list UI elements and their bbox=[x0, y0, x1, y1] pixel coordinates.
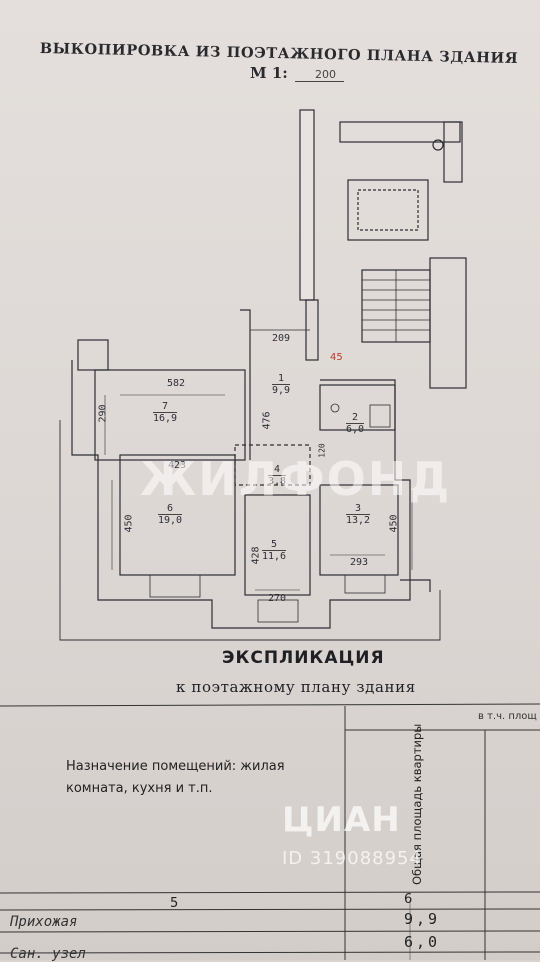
room-area: 11,6 bbox=[262, 551, 287, 562]
dim-476: 476 bbox=[261, 411, 273, 430]
dim-582: 582 bbox=[167, 378, 186, 389]
room-5-window bbox=[257, 599, 299, 623]
room-5-walls bbox=[244, 494, 311, 596]
corridor-wall-upper bbox=[299, 109, 315, 301]
explication-table: в т.ч. площ Назначение помещений: жилая … bbox=[0, 700, 540, 962]
room-area: 9,9 bbox=[272, 385, 291, 396]
cian-watermark: ЦИАН bbox=[282, 800, 401, 840]
room-number: 6 bbox=[158, 503, 183, 515]
room-7-walls bbox=[94, 369, 246, 461]
room-5-label: 5 11,6 bbox=[262, 539, 287, 562]
room-number: 3 bbox=[346, 503, 371, 515]
explication-subtitle: к поэтажному плану здания bbox=[176, 678, 416, 696]
apartment-number: 45 bbox=[330, 352, 343, 363]
floor-plan bbox=[59, 109, 467, 641]
bathtub-icon bbox=[369, 404, 391, 428]
stair-column bbox=[443, 121, 463, 183]
room-6-window bbox=[149, 574, 201, 598]
row-area-hallway: 9,9 bbox=[404, 910, 441, 928]
column-number-5: 5 bbox=[170, 896, 179, 911]
room-6-label: 6 19,0 bbox=[158, 503, 183, 526]
sink-icon bbox=[330, 403, 340, 413]
zhilfond-watermark: ЖИЛФОНД bbox=[140, 452, 452, 506]
room-area: 6,0 bbox=[346, 424, 365, 435]
dim-270: 270 bbox=[268, 593, 287, 604]
room-3-label: 3 13,2 bbox=[346, 503, 371, 526]
room-number: 2 bbox=[346, 412, 365, 424]
elevator-cabin bbox=[357, 189, 419, 231]
room-7-balcony-door bbox=[77, 339, 109, 371]
stair-top-wall bbox=[339, 121, 461, 143]
room-number: 7 bbox=[153, 401, 178, 413]
elevator-shaft bbox=[347, 179, 429, 241]
room-4-label: 4 3,8 bbox=[268, 464, 287, 487]
balcony-outline bbox=[59, 420, 441, 641]
dim-450-left: 450 bbox=[123, 514, 135, 533]
dim-450-right: 450 bbox=[388, 514, 400, 533]
apartment-outline bbox=[71, 360, 411, 629]
dim-428: 428 bbox=[250, 546, 262, 565]
riser-icon bbox=[432, 139, 444, 151]
dim-423: 423 bbox=[168, 460, 187, 471]
room-1-label: 1 9,9 bbox=[272, 373, 291, 396]
scale-label: М 1: 200 bbox=[250, 64, 345, 82]
stair-side-wall bbox=[429, 257, 467, 389]
room-area: 16,9 bbox=[153, 413, 178, 424]
room-area: 3,8 bbox=[268, 476, 287, 487]
stair-steps bbox=[362, 270, 430, 342]
scale-prefix: М 1: bbox=[250, 64, 288, 82]
explication-title: ЭКСПЛИКАЦИЯ bbox=[222, 648, 385, 668]
room-number: 4 bbox=[268, 464, 287, 476]
column-number-6: 6 bbox=[404, 892, 413, 907]
room-number: 5 bbox=[262, 539, 287, 551]
purpose-header: Назначение помещений: жилая комната, кух… bbox=[66, 759, 285, 796]
room-number: 1 bbox=[272, 373, 291, 385]
scale-value: 200 bbox=[295, 68, 345, 82]
dim-293: 293 bbox=[350, 557, 369, 568]
table-header-right: в т.ч. площ bbox=[478, 711, 537, 722]
room-7-partition bbox=[240, 309, 251, 460]
table-grid bbox=[0, 703, 540, 960]
dim-290: 290 bbox=[97, 404, 109, 423]
room-2-label: 2 6,0 bbox=[346, 412, 365, 435]
dim-209: 209 bbox=[272, 333, 291, 344]
row-name-hallway: Прихожая bbox=[10, 914, 78, 930]
row-area-bathroom: 6,0 bbox=[404, 933, 441, 951]
room-area: 13,2 bbox=[346, 515, 371, 526]
room-3-balcony-door bbox=[400, 579, 431, 592]
room-3-window bbox=[344, 574, 386, 594]
room-area: 19,0 bbox=[158, 515, 183, 526]
cian-id-watermark: ID 319088954 bbox=[282, 848, 422, 869]
room-2-walls bbox=[319, 384, 396, 431]
room-7-label: 7 16,9 bbox=[153, 401, 178, 424]
row-name-bathroom: Сан. узел bbox=[10, 946, 86, 962]
